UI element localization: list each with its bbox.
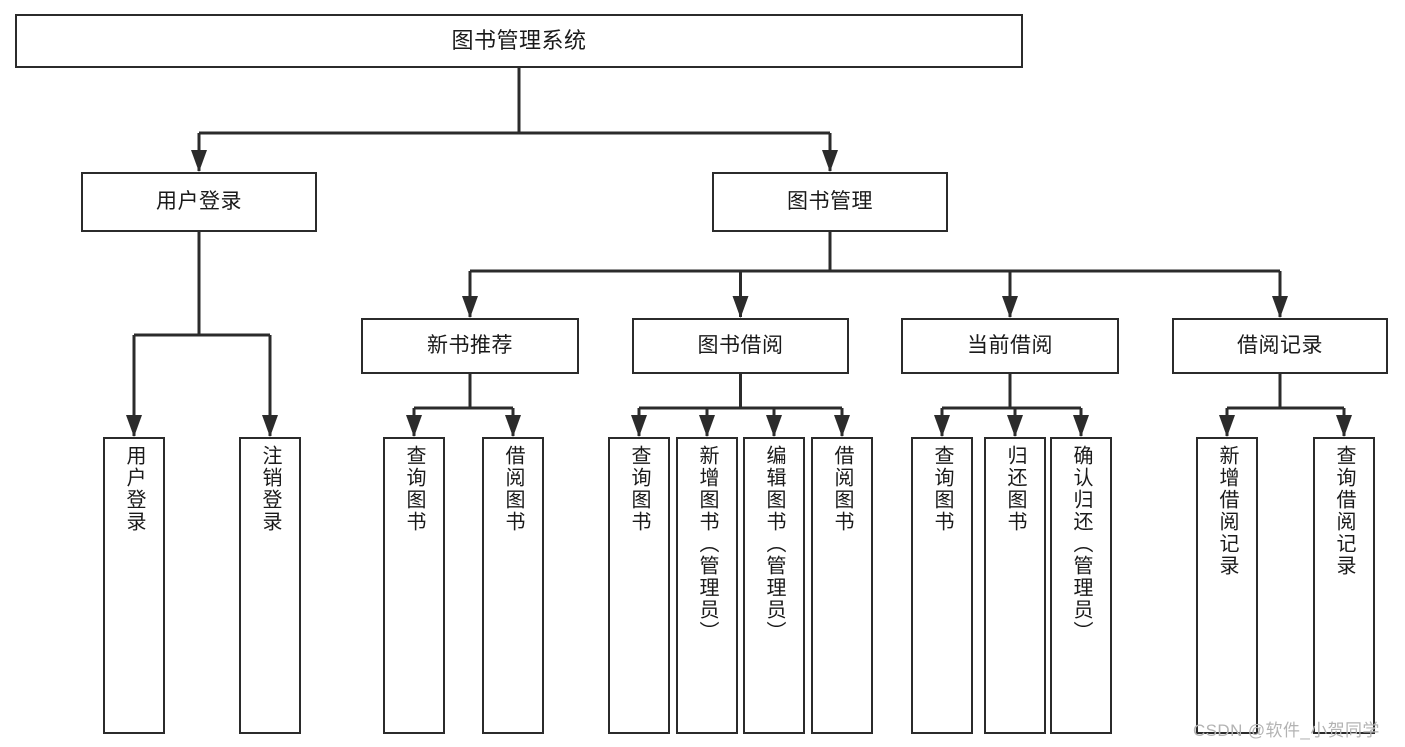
node-leaf-query-book-3[interactable]: 查询图书 (911, 437, 973, 734)
node-label: 图书管理系统 (451, 27, 587, 53)
node-label: 图书借阅 (697, 334, 784, 358)
node-label: 当前借阅 (967, 334, 1053, 358)
node-book-borrow[interactable]: 图书借阅 (632, 318, 849, 374)
node-new-book-rec[interactable]: 新书推荐 (361, 318, 579, 374)
node-label: 确认归还（管理员） (1070, 445, 1092, 643)
node-label: 用户登录 (123, 445, 145, 533)
node-label: 借阅图书 (502, 445, 524, 533)
node-book-manage[interactable]: 图书管理 (712, 172, 948, 232)
node-current-borrow[interactable]: 当前借阅 (901, 318, 1119, 374)
node-label: 新增图书（管理员） (696, 445, 718, 643)
node-leaf-edit-book[interactable]: 编辑图书（管理员） (743, 437, 805, 734)
node-leaf-query-book-2[interactable]: 查询图书 (608, 437, 670, 734)
node-user-login[interactable]: 用户登录 (81, 172, 317, 232)
node-label: 新书推荐 (427, 334, 513, 358)
node-leaf-user-login[interactable]: 用户登录 (103, 437, 165, 734)
node-label: 用户登录 (156, 190, 242, 214)
node-label: 查询借阅记录 (1333, 445, 1355, 577)
node-borrow-record[interactable]: 借阅记录 (1172, 318, 1388, 374)
node-label: 新增借阅记录 (1216, 445, 1238, 577)
node-leaf-borrow-book-1[interactable]: 借阅图书 (482, 437, 544, 734)
node-leaf-borrow-book-2[interactable]: 借阅图书 (811, 437, 873, 734)
node-label: 归还图书 (1004, 445, 1026, 533)
node-leaf-add-book[interactable]: 新增图书（管理员） (676, 437, 738, 734)
node-label: 查询图书 (931, 445, 953, 533)
node-leaf-add-record[interactable]: 新增借阅记录 (1196, 437, 1258, 734)
node-label: 借阅记录 (1237, 334, 1323, 358)
node-leaf-confirm-return[interactable]: 确认归还（管理员） (1050, 437, 1112, 734)
node-label: 查询图书 (403, 445, 425, 533)
node-label: 图书管理 (787, 190, 873, 214)
node-leaf-logout[interactable]: 注销登录 (239, 437, 301, 734)
node-root[interactable]: 图书管理系统 (15, 14, 1023, 68)
node-leaf-query-book-1[interactable]: 查询图书 (383, 437, 445, 734)
node-leaf-return-book[interactable]: 归还图书 (984, 437, 1046, 734)
watermark-label: CSDN @软件_小贺同学 (1193, 721, 1380, 740)
node-label: 借阅图书 (831, 445, 853, 533)
node-leaf-query-record[interactable]: 查询借阅记录 (1313, 437, 1375, 734)
node-label: 编辑图书（管理员） (763, 445, 785, 643)
node-label: 注销登录 (259, 445, 281, 533)
node-label: 查询图书 (628, 445, 650, 533)
